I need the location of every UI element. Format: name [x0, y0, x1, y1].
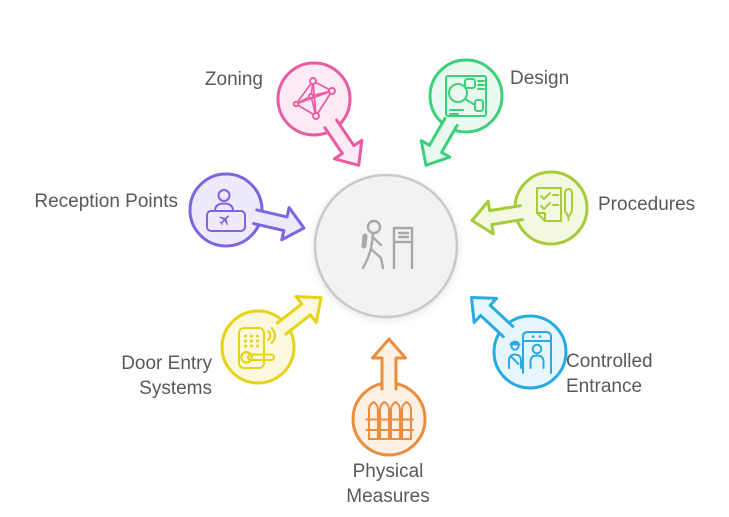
- design-node: [419, 58, 504, 167]
- physical-measures-arrow: [371, 337, 407, 391]
- center-circle: [313, 173, 459, 319]
- design-arrow: [419, 116, 459, 167]
- zoning-label: Zoning: [204, 69, 263, 90]
- reception-points-arrow: [252, 206, 306, 242]
- zoning-arrow: [323, 118, 364, 167]
- door-entry-systems-label: Door Entry Systems: [121, 353, 212, 399]
- procedures-node: [470, 170, 589, 246]
- center-bubble: [313, 173, 459, 319]
- procedures-label: Procedures: [598, 194, 696, 215]
- blueprint-layout-icon: [445, 75, 487, 117]
- controlled-entrance-bubble: [492, 314, 568, 390]
- door-entry-systems-node: [220, 294, 323, 385]
- controlled-entrance-label: Controlled Entrance: [566, 351, 653, 397]
- person-entering-gate-icon: [361, 219, 414, 270]
- design-label: Design: [510, 68, 570, 89]
- reception-points-label: Reception Points: [34, 191, 178, 212]
- procedures-arrow: [470, 199, 524, 236]
- procedures-bubble: [513, 170, 589, 246]
- reception-points-node: [188, 172, 306, 248]
- physical-measures-node: [351, 337, 427, 457]
- physical-measures-label: Physical Measures: [346, 461, 430, 507]
- fence-icon: [365, 401, 414, 440]
- security-scanner-guard-icon: [508, 331, 552, 374]
- door-entry-systems-arrow: [275, 294, 323, 336]
- controlled-entrance-node: [469, 295, 568, 390]
- reception-desk-icon: [206, 189, 246, 232]
- network-mesh-icon: [292, 77, 336, 120]
- airplane-icon: [219, 215, 230, 226]
- keypad-door-lock-icon: [238, 327, 276, 369]
- controlled-entrance-arrow: [469, 295, 515, 339]
- zoning-node: [276, 61, 364, 167]
- checklist-pen-icon: [536, 187, 573, 222]
